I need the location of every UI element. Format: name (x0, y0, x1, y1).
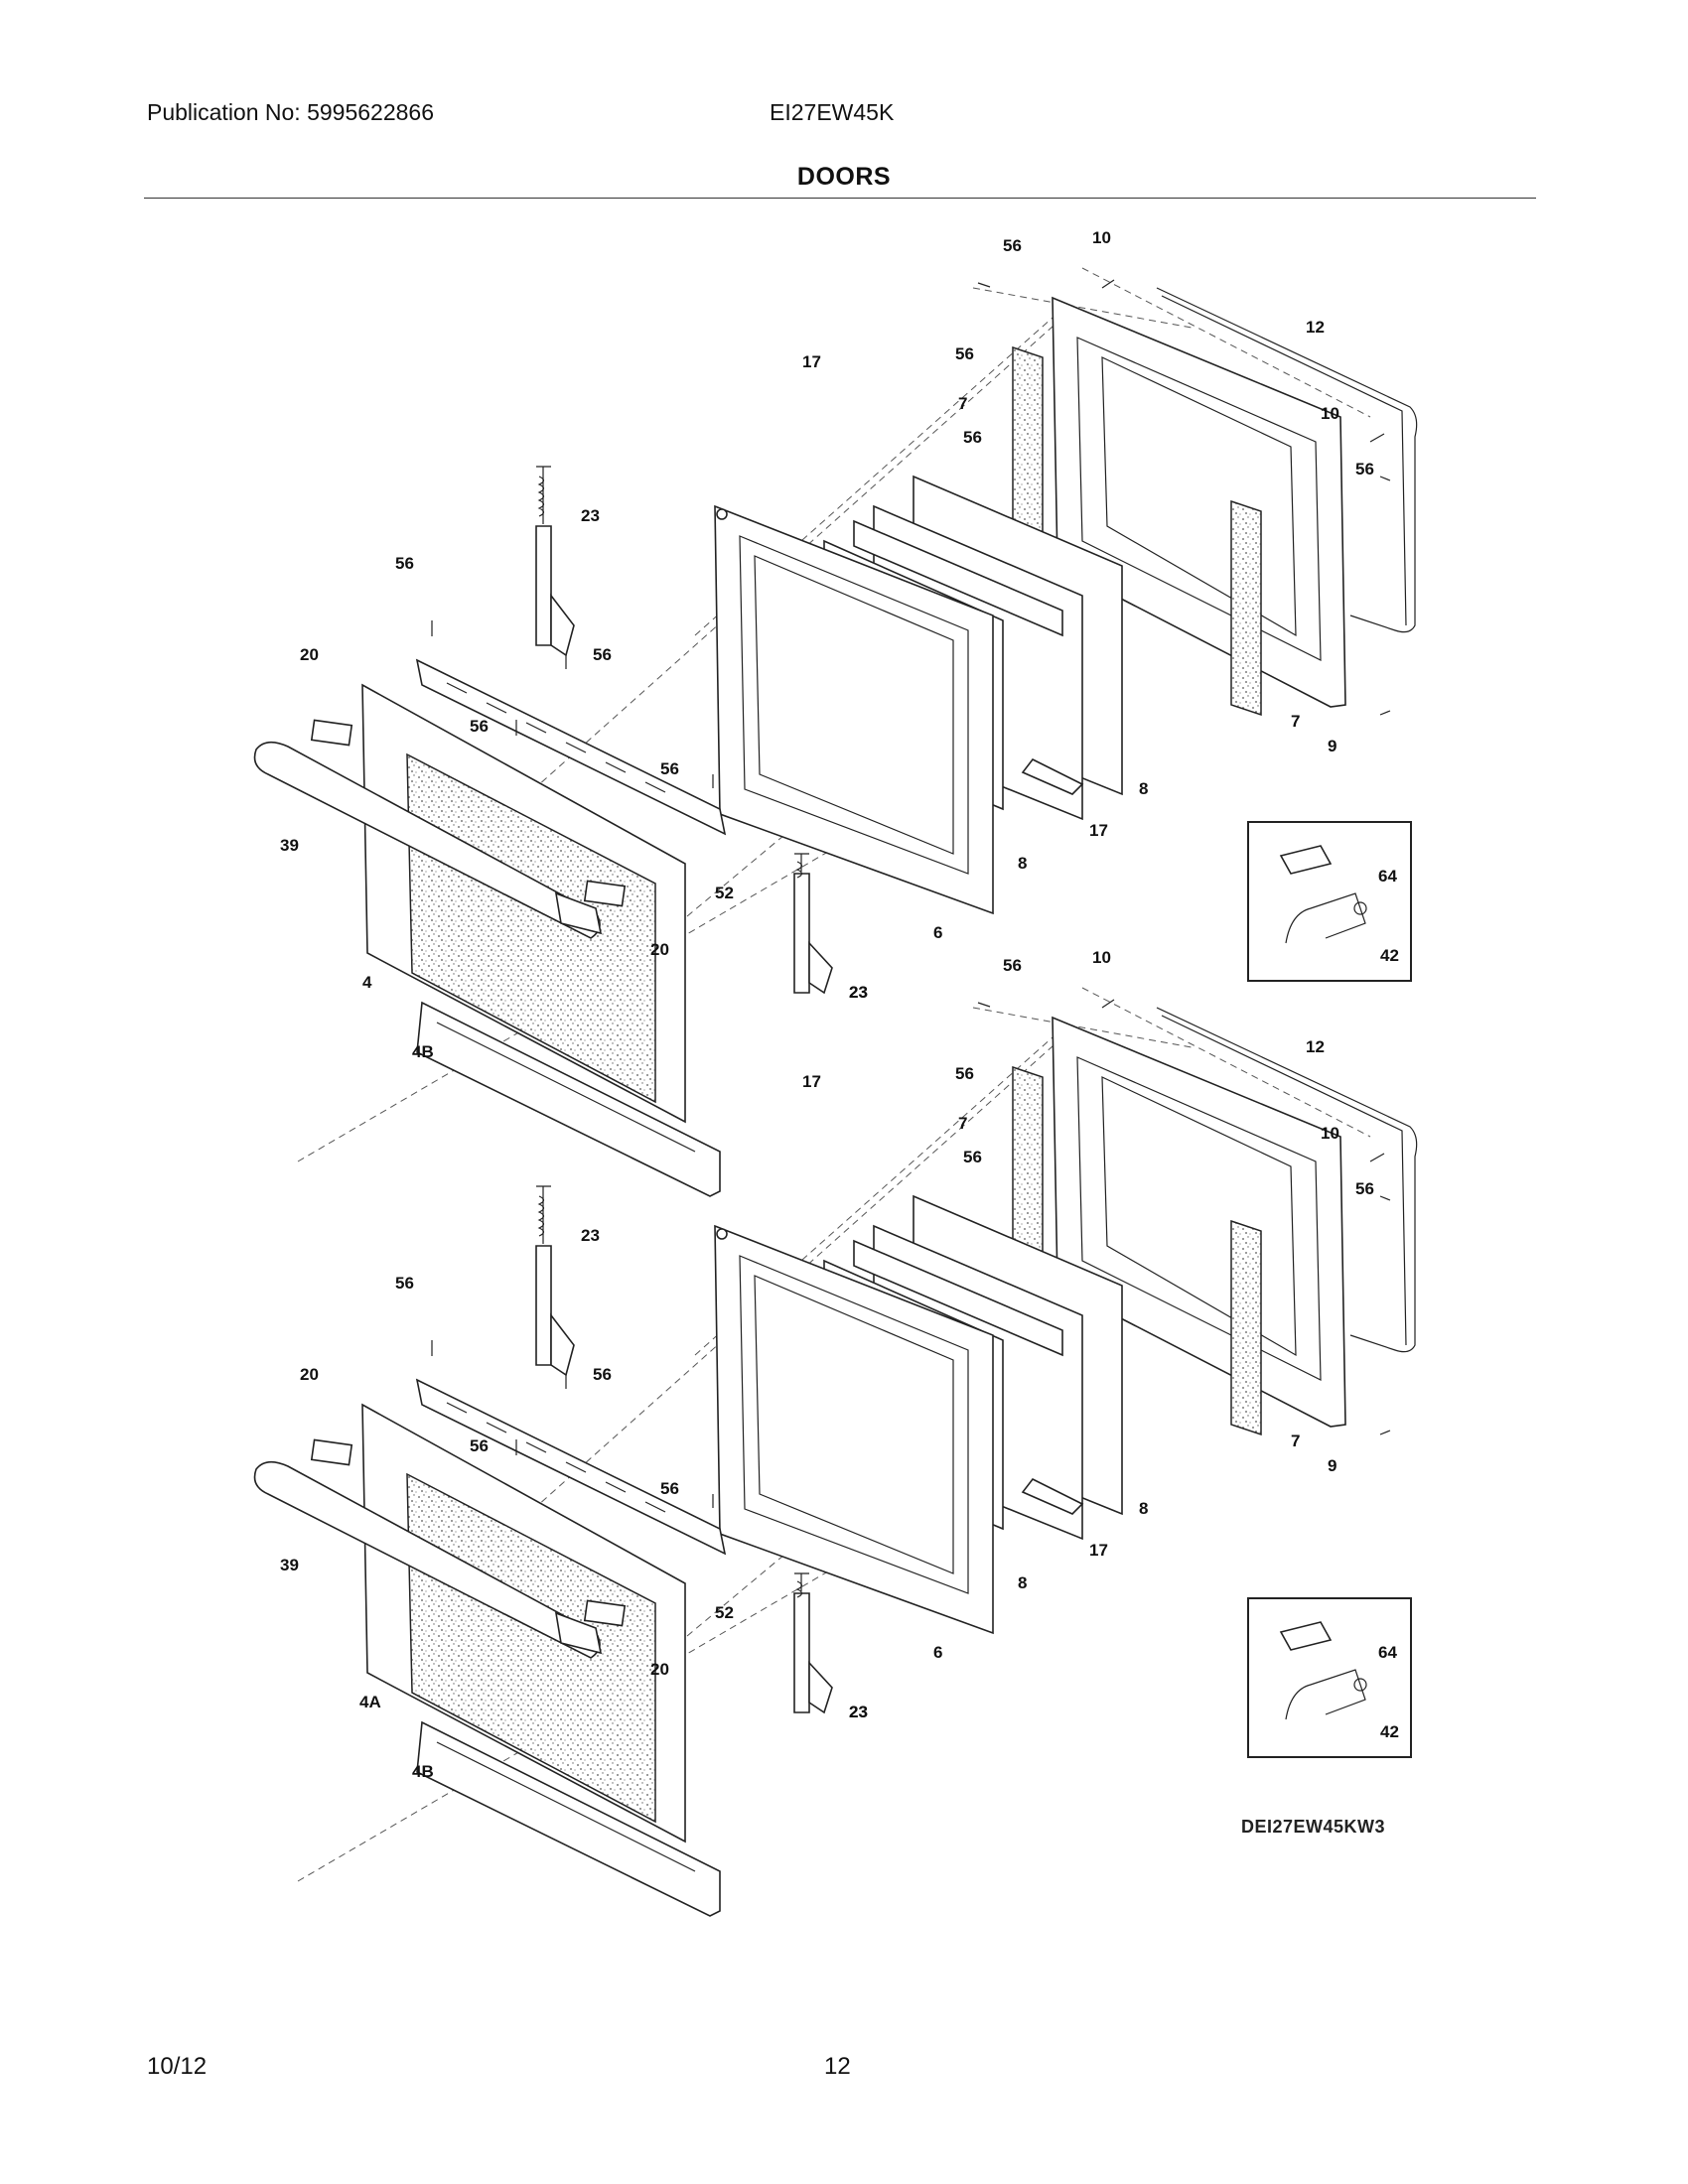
callout-label: 17 (1089, 821, 1108, 840)
callout-label: 39 (280, 1556, 299, 1574)
callout-label: 56 (1355, 1179, 1374, 1198)
callout-label: 4 (362, 973, 372, 992)
callout-label: 4A (359, 1693, 381, 1711)
callout-label: 4B (412, 1042, 434, 1061)
callout-label: 56 (660, 1479, 679, 1498)
callout-label: 52 (715, 884, 734, 902)
callout-label: 39 (280, 836, 299, 855)
callout-label: 56 (963, 428, 982, 447)
callout-label: 64 (1378, 867, 1397, 886)
callout-label: 23 (849, 1703, 868, 1721)
callout-label: 20 (300, 645, 319, 664)
callout-labels: 56 10 12 56 7 10 56 56 23 17 56 56 20 56 56 8 7 9 39 52 17 8 6… (280, 228, 1399, 1781)
callout-label: 56 (1003, 956, 1022, 975)
callout-label: 17 (1089, 1541, 1108, 1560)
callout-label: 9 (1328, 1456, 1336, 1475)
callout-label: 23 (849, 1703, 868, 1721)
callout-label: 52 (715, 1603, 734, 1622)
callout-label: 23 (581, 506, 600, 525)
callout-label: 56 (660, 759, 679, 778)
callout-label: 23 (849, 983, 868, 1002)
callout-label: 6 (933, 1643, 942, 1662)
callout-label: 9 (1328, 737, 1336, 755)
model-number: EI27EW45K (770, 99, 895, 125)
callout-label: 23 (849, 983, 868, 1002)
callout-label: 8 (1139, 779, 1148, 798)
footer-date: 10/12 (147, 2053, 208, 2080)
callout-label: 56 (593, 1365, 612, 1384)
callout-label: 56 (955, 344, 974, 363)
callout-label: 10 (1092, 228, 1111, 247)
callout-label: 64 (1378, 1643, 1397, 1662)
callout-label: 17 (802, 352, 821, 371)
detail-box-upper (1247, 821, 1412, 982)
detail-box-lower (1247, 1597, 1412, 1758)
callout-label: 56 (955, 1064, 974, 1083)
callout-label: 56 (470, 717, 489, 736)
page-number: 12 (824, 2053, 851, 2080)
callout-label: 7 (958, 1114, 967, 1133)
diagram-code: DEI27EW45KW3 (1241, 1817, 1386, 1837)
callout-label: 8 (1139, 1499, 1148, 1518)
callout-label: 56 (395, 1274, 414, 1293)
callout-label: 12 (1306, 318, 1325, 337)
callout-label: 42 (1380, 1722, 1399, 1741)
callout-label: 7 (1291, 1432, 1300, 1450)
callout-label: 56 (593, 645, 612, 664)
callout-label: 42 (1380, 946, 1399, 965)
callout-label: 4B (412, 1762, 434, 1781)
callout-label: 6 (933, 923, 942, 942)
callout-label: 8 (1018, 854, 1027, 873)
callout-label: 56 (963, 1148, 982, 1166)
callout-label: 56 (1003, 236, 1022, 255)
callout-label: 20 (650, 940, 669, 959)
callout-label: 7 (1291, 712, 1300, 731)
header-rule (144, 198, 1536, 199)
callout-label: 12 (1306, 1037, 1325, 1056)
page-title: DOORS (796, 163, 892, 191)
callout-label: 56 (395, 554, 414, 573)
callout-label: 10 (1321, 1124, 1339, 1143)
callout-label: 17 (802, 1072, 821, 1091)
publication-number: Publication No: 5995622866 (147, 99, 435, 125)
callout-label: 7 (958, 394, 967, 413)
callout-label: 8 (1018, 1573, 1027, 1592)
callout-label: 23 (581, 1226, 600, 1245)
callout-label: 10 (1321, 404, 1339, 423)
callout-label: 56 (470, 1436, 489, 1455)
callout-label: 10 (1092, 948, 1111, 967)
callout-label: 56 (1355, 460, 1374, 478)
callout-label: 20 (650, 1660, 669, 1679)
callout-label: 20 (300, 1365, 319, 1384)
